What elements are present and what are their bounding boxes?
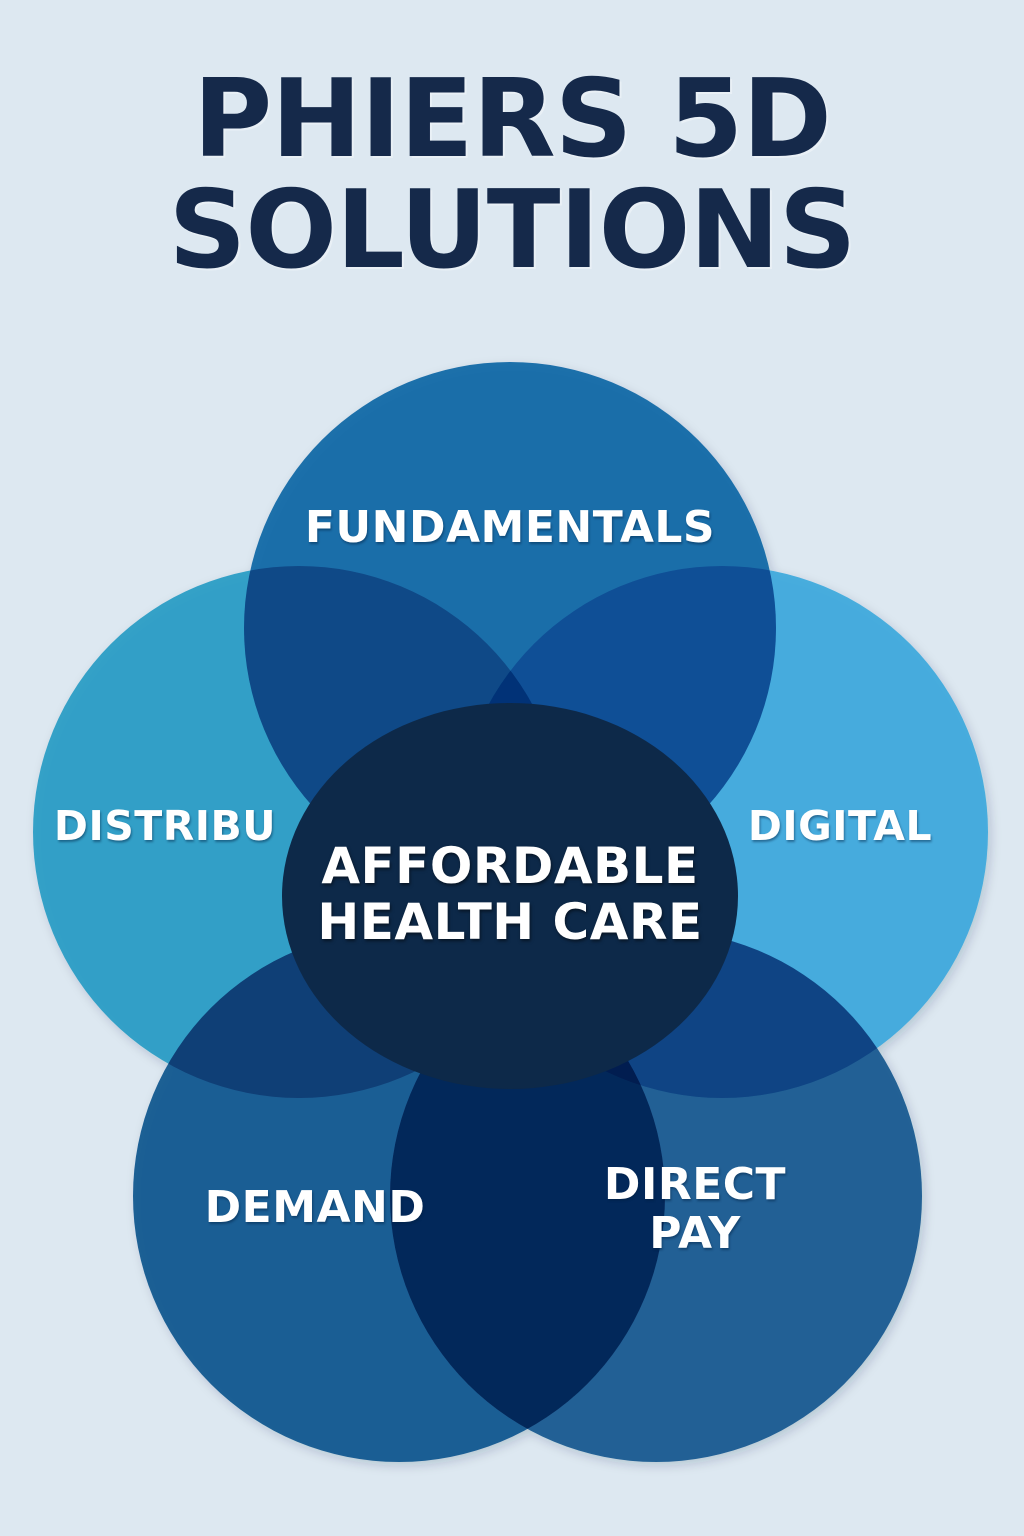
venn-core-region[interactable] — [282, 703, 738, 1089]
